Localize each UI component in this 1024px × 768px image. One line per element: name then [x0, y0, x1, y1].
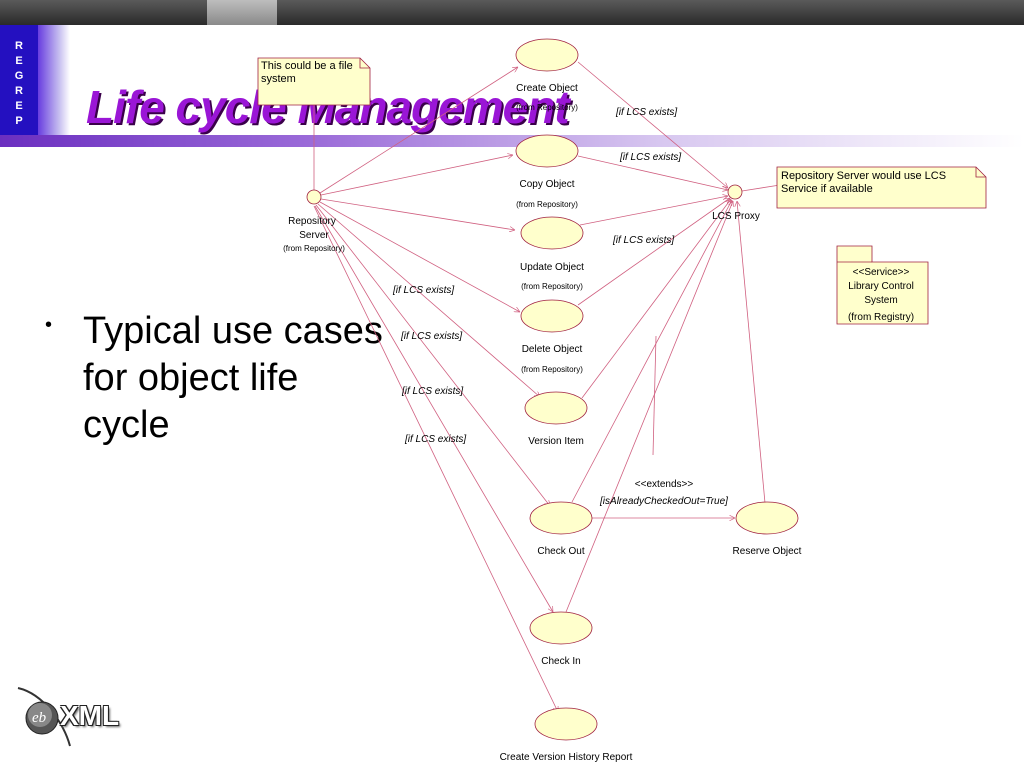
condition-label: [if LCS exists] [619, 152, 681, 163]
assoc-line [319, 67, 518, 194]
extends-label: <<extends>> [635, 479, 694, 490]
copy-object-label: Copy Object [519, 179, 574, 190]
assoc-line [317, 203, 540, 397]
lcs-line [577, 155, 728, 190]
assoc-line [320, 155, 513, 196]
assoc-line [315, 204, 550, 506]
condition-label: [if LCS exists] [404, 434, 466, 445]
check-in-label: Check In [541, 656, 580, 667]
repository-server-label-2: Server [299, 230, 329, 241]
ebxml-logo-text: XML [60, 700, 120, 731]
regrep-logo: R E G R E P [0, 25, 38, 135]
copy-object-from: (from Repository) [516, 200, 578, 209]
note-anchor-line [741, 184, 781, 192]
condition-label: [if LCS exists] [400, 331, 462, 342]
logo-letter: G [14, 70, 24, 82]
create-version-history-label: Create Version History Report [500, 752, 633, 763]
assoc-line [319, 201, 520, 312]
create-object-label: Create Object [516, 83, 578, 94]
assoc-line [314, 205, 553, 612]
lcs-proxy-label: LCS Proxy [712, 211, 760, 222]
logo-letter: E [15, 100, 23, 112]
logo-letter: R [15, 85, 23, 97]
lcs-line [571, 200, 733, 503]
reserve-object-usecase[interactable] [735, 501, 799, 535]
repository-server-label-1: Repository [288, 216, 336, 227]
library-control-stereotype: <<Service>> [853, 267, 910, 278]
check-out-label: Check Out [537, 546, 584, 557]
version-item-usecase[interactable] [524, 391, 588, 425]
library-control-name-1: Library Control [848, 281, 914, 292]
logo-letter: E [15, 55, 23, 67]
lcs-line [581, 199, 731, 399]
connector-lines [313, 61, 781, 712]
repository-server-actor-icon[interactable] [306, 189, 322, 205]
condition-label: [if LCS exists] [392, 285, 454, 296]
condition-label: [if LCS exists] [401, 386, 463, 397]
delete-object-usecase[interactable] [520, 299, 584, 333]
logo-letter: P [15, 115, 23, 127]
top-bar-highlight [207, 0, 277, 25]
ebxml-logo-prefix: eb [32, 710, 47, 726]
update-object-label: Update Object [520, 262, 584, 273]
library-control-name-2: System [864, 295, 897, 306]
bullet-text: Typical use cases for object life cycle [83, 310, 383, 446]
ebxml-logo: eb [17, 687, 71, 747]
title-underline-band [0, 135, 1024, 147]
lcs-proxy-actor-icon[interactable] [727, 184, 743, 200]
lcs-line [737, 201, 766, 504]
already-checked-out-label: [isAlreadyCheckedOut=True] [599, 496, 728, 507]
library-control-system-box[interactable] [836, 245, 929, 325]
condition-label: [if LCS exists] [615, 107, 677, 118]
lcs-line [565, 201, 733, 613]
repository-server-from: (from Repository) [283, 244, 345, 253]
update-object-usecase[interactable] [520, 216, 584, 250]
lcs-line [577, 198, 730, 306]
lcs-service-note-text: Repository Server would use LCS Service … [781, 170, 947, 195]
reserve-object-label: Reserve Object [733, 546, 802, 557]
check-out-usecase[interactable] [529, 501, 593, 535]
lcs-line [579, 196, 728, 226]
create-object-from: (from Repository) [516, 103, 578, 112]
extends-anchor-line [652, 335, 657, 456]
file-system-note [257, 57, 371, 106]
condition-label: [if LCS exists] [612, 235, 674, 246]
create-version-history-usecase[interactable] [534, 707, 598, 741]
delete-object-label: Delete Object [522, 344, 583, 355]
update-object-from: (from Repository) [521, 282, 583, 291]
logo-letter: R [15, 40, 23, 52]
assoc-line [320, 198, 515, 230]
file-system-note-text: This could be a file system [261, 60, 353, 85]
lcs-service-note [776, 166, 987, 209]
lcs-line [577, 61, 728, 188]
delete-object-from: (from Repository) [521, 365, 583, 374]
version-item-label: Version Item [528, 436, 584, 447]
top-bar [0, 0, 1024, 25]
copy-object-usecase[interactable] [515, 134, 579, 168]
library-control-from: (from Registry) [848, 312, 914, 323]
create-object-usecase[interactable] [515, 38, 579, 72]
assoc-line [313, 205, 558, 712]
bullet-icon: • [45, 314, 53, 336]
check-in-usecase[interactable] [529, 611, 593, 645]
